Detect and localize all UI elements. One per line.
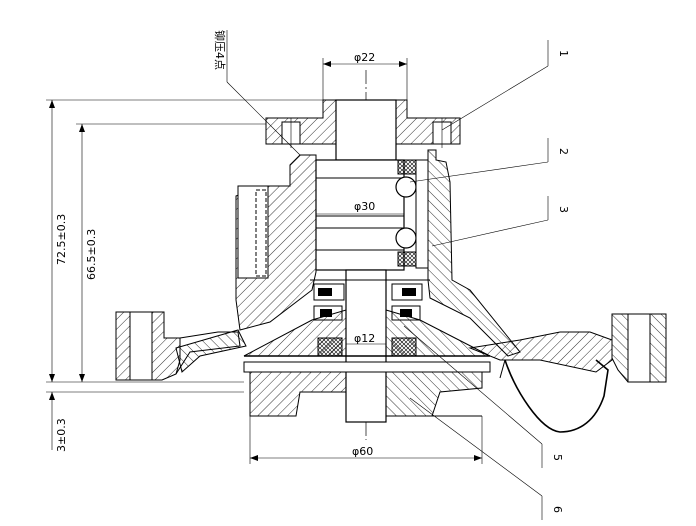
rivet-note-label: 铆压4点 [213,30,227,70]
rivet-note: 铆压4点 [213,30,301,156]
left-mounting-ear [115,311,247,381]
dim-d60-label: φ60 [352,445,373,458]
callout-2: 2 [409,138,570,183]
dim-vertical: 72.5±0.3 66.5±0.3 3±0.3 [46,99,323,452]
callout-3: 3 [431,196,570,247]
dim-d30-label: φ30 [354,200,375,213]
dim-h72-label: 72.5±0.3 [55,214,68,265]
callout-6-label: 6 [551,506,564,513]
right-mounting-ear [611,313,667,383]
callout-1-label: 1 [557,50,570,57]
pump-housing [235,149,613,433]
dim-d12: φ12 [346,332,386,345]
shaft [315,99,405,423]
callout-5-label: 5 [551,454,564,461]
dim-h66-label: 66.5±0.3 [85,229,98,280]
callout-3-label: 3 [557,206,570,213]
dim-d60: φ60 [249,416,483,464]
callout-6: 6 [409,397,564,520]
callout-5: 5 [403,325,564,468]
dim-d12-label: φ12 [354,332,375,345]
dim-h3-label: 3±0.3 [55,418,68,452]
dim-d30: φ30 [316,200,404,215]
impeller [243,309,491,417]
dim-d22: φ22 [322,51,408,100]
callout-2-label: 2 [557,148,570,155]
bearing [395,159,429,269]
callout-1: 1 [441,40,570,131]
dim-d22-label: φ22 [354,51,375,64]
